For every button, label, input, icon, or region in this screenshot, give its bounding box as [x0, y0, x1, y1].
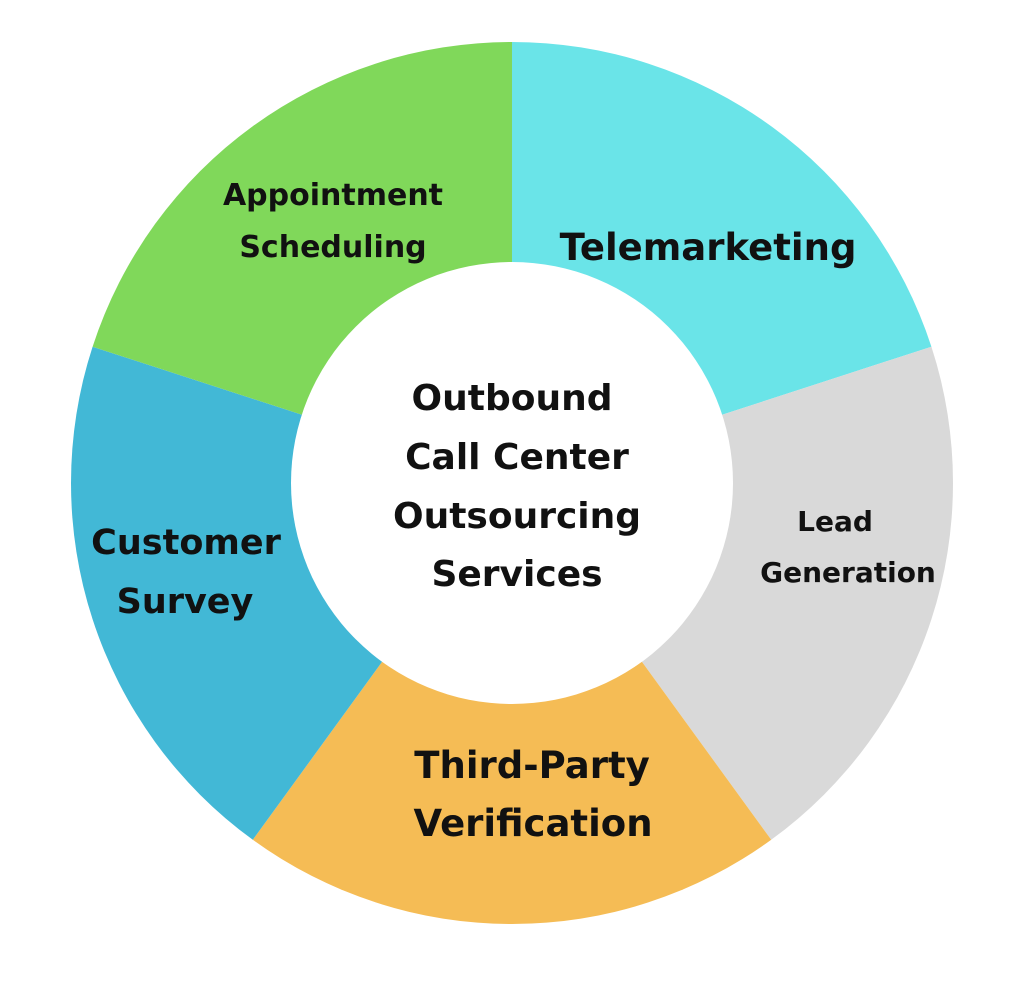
label-lead-generation: Lead Generation [760, 505, 936, 589]
center-title-line: Services [431, 554, 602, 595]
label-third-party-verification: Third-Party Verification [413, 744, 652, 845]
segment-label-line: Generation [760, 556, 936, 589]
label-telemarketing: Telemarketing [560, 226, 857, 269]
center-title-line: Outbound [412, 378, 613, 419]
center-title-line: Outsourcing [393, 496, 641, 537]
segment-label-line: Verification [413, 802, 652, 845]
segment-label-line: Third-Party [414, 744, 650, 787]
segment-label-line: Telemarketing [560, 226, 857, 269]
segment-label-line: Lead [797, 505, 873, 538]
segment-label-line: Customer [91, 523, 281, 563]
segment-label-line: Survey [117, 582, 254, 622]
center-title: Outbound Call Center Outsourcing Service… [393, 378, 641, 595]
label-appointment-scheduling: Appointment Scheduling [223, 178, 443, 265]
center-title-line: Call Center [405, 437, 629, 478]
label-customer-survey: Customer Survey [91, 523, 281, 622]
segment-label-line: Scheduling [239, 230, 426, 265]
segment-label-line: Appointment [223, 178, 443, 213]
center-circle [291, 262, 733, 704]
